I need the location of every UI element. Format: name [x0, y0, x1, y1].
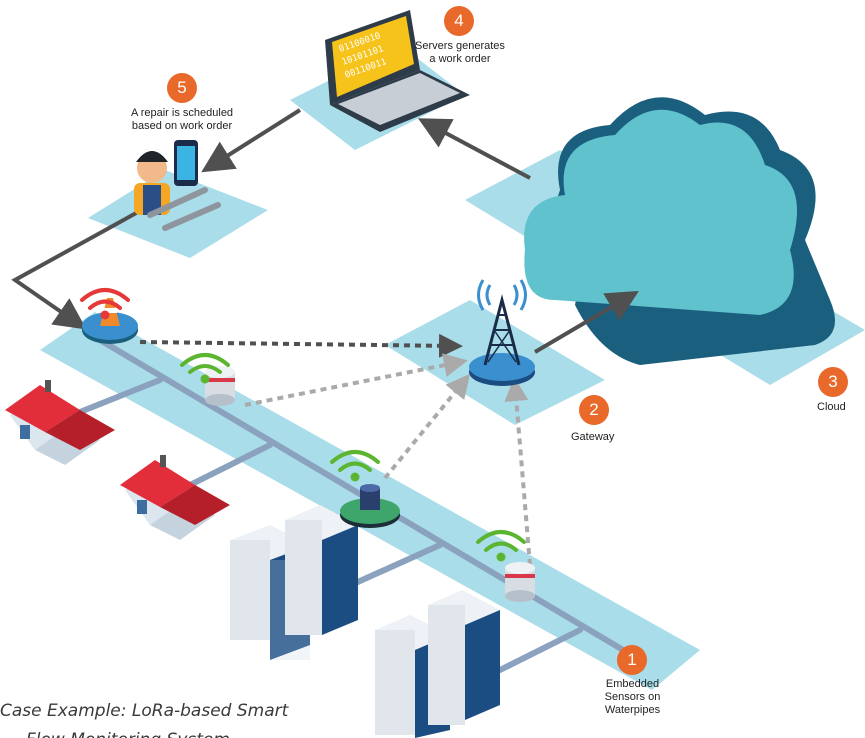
step-label-cloud: Cloud [817, 401, 846, 414]
arrow-gateway-to-cloud [533, 290, 639, 354]
step-label-line: Sensors on [604, 691, 661, 703]
wrench-icon [147, 187, 221, 231]
step-label-line: Servers generates [415, 40, 505, 52]
step-label-line: A repair is scheduled [130, 107, 234, 119]
step-label-line: a work order [429, 53, 491, 65]
wifi-icon [330, 450, 380, 482]
caption-line: Case Example: LoRa-based Smart [0, 701, 289, 721]
signal-meter1-to-gateway [244, 353, 468, 407]
signal-cone-to-gateway [139, 333, 463, 358]
arrow-server-to-technician [201, 108, 302, 173]
step-label-line: Embedded [605, 678, 660, 690]
wifi-icon [80, 288, 130, 320]
figure-caption: Case Example: LoRa-based Smart Flow Moni… [0, 697, 330, 738]
step-label-line: Cloud [817, 401, 846, 413]
arrow-cloud-to-server [417, 118, 531, 180]
building-icon [428, 590, 500, 725]
flow-sensor-icon [340, 484, 400, 528]
caption-line: Flow Monitoring System [0, 726, 330, 738]
cone-sensor-icon [82, 298, 138, 344]
step-label-repair: A repair is scheduled based on work orde… [117, 107, 247, 133]
technician-platform [88, 170, 268, 258]
wifi-icon [476, 530, 526, 562]
house-icon [5, 380, 115, 465]
step-label-servers: Servers generates a work order [405, 40, 515, 66]
laptop-icon [325, 10, 470, 132]
step-badge: 5 [167, 73, 197, 103]
step-label-line: Gateway [571, 431, 615, 443]
step-label-sensors: Embedded Sensors on Waterpipes [590, 678, 675, 717]
signal-meter2-to-gateway [504, 377, 532, 566]
step-label-line: based on work order [131, 120, 233, 132]
building-icon [285, 505, 358, 635]
step-badge: 1 [617, 645, 647, 675]
gateway-tower-icon [469, 279, 535, 386]
water-meter-icon [505, 562, 535, 602]
step-badge: 4 [444, 6, 474, 36]
step-badge: 2 [579, 395, 609, 425]
step-label-line: Waterpipes [604, 704, 661, 716]
signal-sensor-to-gateway [383, 373, 471, 480]
house-icon [120, 455, 230, 540]
step-badge: 3 [818, 367, 848, 397]
wifi-icon [180, 353, 230, 384]
cloud-icon [524, 97, 835, 365]
step-label-gateway: Gateway [571, 431, 614, 444]
phone-icon [174, 140, 198, 186]
arrow-technician-to-sensor [11, 210, 139, 330]
